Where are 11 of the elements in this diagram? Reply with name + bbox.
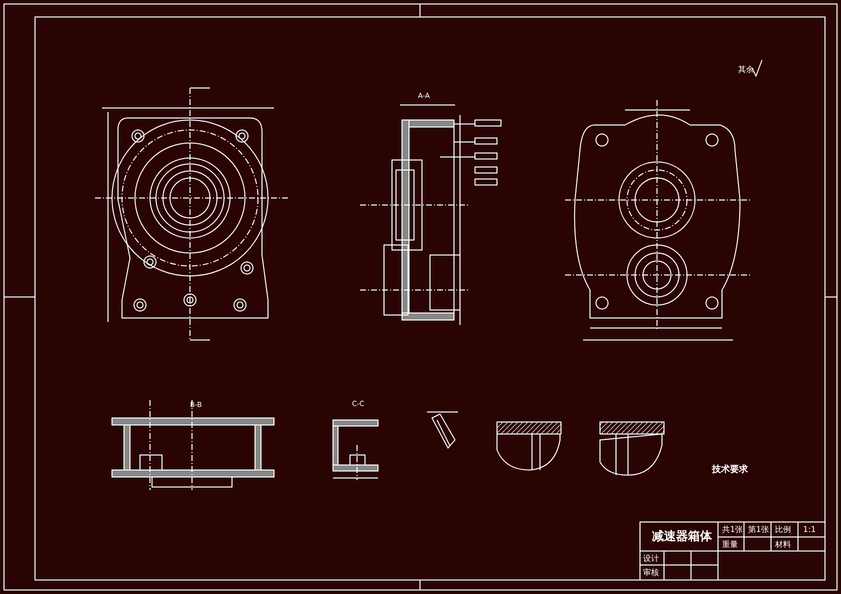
table-cell-text: 共1张 — [722, 526, 744, 534]
table-cell-text: 1:1 — [803, 526, 816, 534]
table-cell-text: 第1张 — [748, 526, 770, 534]
drawing-title: 减速器箱体 — [652, 530, 712, 542]
roughness-note: 其余 — [738, 66, 754, 74]
table-cell-text: 材料 — [775, 541, 791, 549]
requirements-heading: 技术要求 — [712, 466, 748, 475]
table-cell-text: 比例 — [775, 526, 791, 534]
table-cell-text: 重量 — [722, 541, 738, 549]
table-cell-text: 审核 — [643, 569, 659, 577]
table-cell-text: 设计 — [643, 555, 659, 563]
